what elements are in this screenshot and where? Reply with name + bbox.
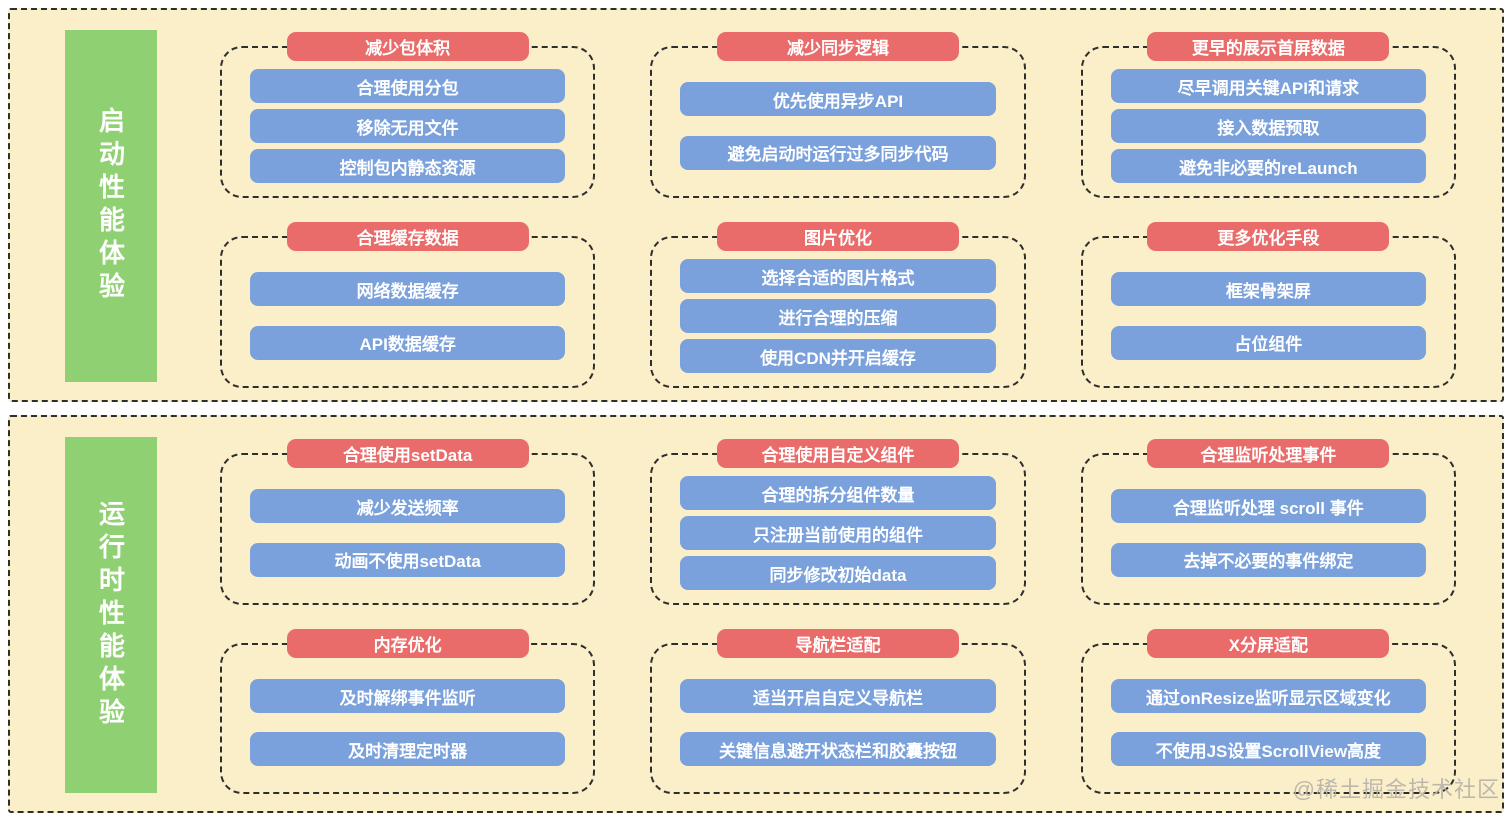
list-item: 关键信息避开状态栏和胶囊按钮 (680, 732, 996, 766)
list-item: 只注册当前使用的组件 (680, 516, 996, 550)
group-event-handling: 合理监听处理事件 合理监听处理 scroll 事件 去掉不必要的事件绑定 (1080, 439, 1456, 605)
list-item: 控制包内静态资源 (250, 149, 566, 183)
group-box: 及时解绑事件监听 及时清理定时器 (220, 643, 596, 794)
group-header: 图片优化 (716, 222, 959, 251)
list-item: 适当开启自定义导航栏 (680, 679, 996, 713)
section-runtime-performance: 运行时性能体验 合理使用setData 减少发送频率 动画不使用setData … (8, 415, 1504, 813)
section-label-runtime: 运行时性能体验 (65, 437, 157, 793)
group-box: 尽早调用关键API和请求 接入数据预取 避免非必要的reLaunch (1080, 46, 1456, 198)
section-startup-performance: 启动性能体验 减少包体积 合理使用分包 移除无用文件 控制包内静态资源 减少同步… (8, 8, 1504, 402)
section-label-startup: 启动性能体验 (65, 30, 157, 382)
group-header: 减少包体积 (286, 32, 529, 61)
group-box: 网络数据缓存 API数据缓存 (220, 236, 596, 388)
list-item: 合理使用分包 (250, 69, 566, 103)
group-header: 更多优化手段 (1147, 222, 1390, 251)
list-item: 使用CDN并开启缓存 (680, 339, 996, 373)
list-item: 不使用JS设置ScrollView高度 (1110, 732, 1426, 766)
group-header: 内存优化 (286, 629, 529, 658)
group-memory-optimization: 内存优化 及时解绑事件监听 及时清理定时器 (220, 629, 596, 794)
list-item: 通过onResize监听显示区域变化 (1110, 679, 1426, 713)
list-item: 减少发送频率 (250, 489, 566, 524)
group-image-optimization: 图片优化 选择合适的图片格式 进行合理的压缩 使用CDN并开启缓存 (650, 222, 1026, 388)
group-header: 减少同步逻辑 (716, 32, 959, 61)
watermark: @稀土掘金技术社区 (1292, 777, 1500, 802)
group-split-screen-adaptation: X分屏适配 通过onResize监听显示区域变化 不使用JS设置ScrollVi… (1080, 629, 1456, 794)
list-item: 尽早调用关键API和请求 (1110, 69, 1426, 103)
list-item: 占位组件 (1110, 325, 1426, 360)
list-item: 合理的拆分组件数量 (680, 476, 996, 510)
list-item: 及时解绑事件监听 (250, 679, 566, 713)
list-item: 移除无用文件 (250, 109, 566, 143)
group-box: 合理监听处理 scroll 事件 去掉不必要的事件绑定 (1080, 453, 1456, 605)
list-item: 网络数据缓存 (250, 272, 566, 307)
group-box: 框架骨架屏 占位组件 (1080, 236, 1456, 388)
list-item: 接入数据预取 (1110, 109, 1426, 143)
list-item: 优先使用异步API (680, 82, 996, 117)
group-reduce-package-size: 减少包体积 合理使用分包 移除无用文件 控制包内静态资源 (220, 32, 596, 198)
group-cache-data: 合理缓存数据 网络数据缓存 API数据缓存 (220, 222, 596, 388)
list-item: 选择合适的图片格式 (680, 259, 996, 293)
group-header: 合理使用自定义组件 (716, 439, 959, 468)
section-label-startup-text: 启动性能体验 (95, 107, 126, 305)
section-label-runtime-text: 运行时性能体验 (95, 499, 126, 731)
list-item: 同步修改初始data (680, 556, 996, 590)
group-custom-components: 合理使用自定义组件 合理的拆分组件数量 只注册当前使用的组件 同步修改初始dat… (650, 439, 1026, 605)
group-box: 适当开启自定义导航栏 关键信息避开状态栏和胶囊按钮 (650, 643, 1026, 794)
group-show-first-screen-earlier: 更早的展示首屏数据 尽早调用关键API和请求 接入数据预取 避免非必要的reLa… (1080, 32, 1456, 198)
list-item: 去掉不必要的事件绑定 (1110, 542, 1426, 577)
group-box: 合理的拆分组件数量 只注册当前使用的组件 同步修改初始data (650, 453, 1026, 605)
list-item: 及时清理定时器 (250, 732, 566, 766)
group-header: X分屏适配 (1147, 629, 1390, 658)
group-more-optimizations: 更多优化手段 框架骨架屏 占位组件 (1080, 222, 1456, 388)
group-setdata-usage: 合理使用setData 减少发送频率 动画不使用setData (220, 439, 596, 605)
group-box: 减少发送频率 动画不使用setData (220, 453, 596, 605)
list-item: 框架骨架屏 (1110, 272, 1426, 307)
group-header: 合理使用setData (286, 439, 529, 468)
list-item: API数据缓存 (250, 325, 566, 360)
list-item: 进行合理的压缩 (680, 299, 996, 333)
runtime-groups-grid: 合理使用setData 减少发送频率 动画不使用setData 合理使用自定义组… (220, 417, 1456, 811)
group-box: 合理使用分包 移除无用文件 控制包内静态资源 (220, 46, 596, 198)
group-header: 合理监听处理事件 (1147, 439, 1390, 468)
startup-groups-grid: 减少包体积 合理使用分包 移除无用文件 控制包内静态资源 减少同步逻辑 优先使用… (220, 10, 1456, 400)
group-box: 优先使用异步API 避免启动时运行过多同步代码 (650, 46, 1026, 198)
group-box: 选择合适的图片格式 进行合理的压缩 使用CDN并开启缓存 (650, 236, 1026, 388)
list-item: 避免启动时运行过多同步代码 (680, 135, 996, 170)
group-box: 通过onResize监听显示区域变化 不使用JS设置ScrollView高度 (1080, 643, 1456, 794)
group-header: 合理缓存数据 (286, 222, 529, 251)
group-header: 导航栏适配 (716, 629, 959, 658)
list-item: 动画不使用setData (250, 542, 566, 577)
list-item: 合理监听处理 scroll 事件 (1110, 489, 1426, 524)
group-navbar-adaptation: 导航栏适配 适当开启自定义导航栏 关键信息避开状态栏和胶囊按钮 (650, 629, 1026, 794)
group-reduce-sync-logic: 减少同步逻辑 优先使用异步API 避免启动时运行过多同步代码 (650, 32, 1026, 198)
list-item: 避免非必要的reLaunch (1110, 149, 1426, 183)
group-header: 更早的展示首屏数据 (1147, 32, 1390, 61)
